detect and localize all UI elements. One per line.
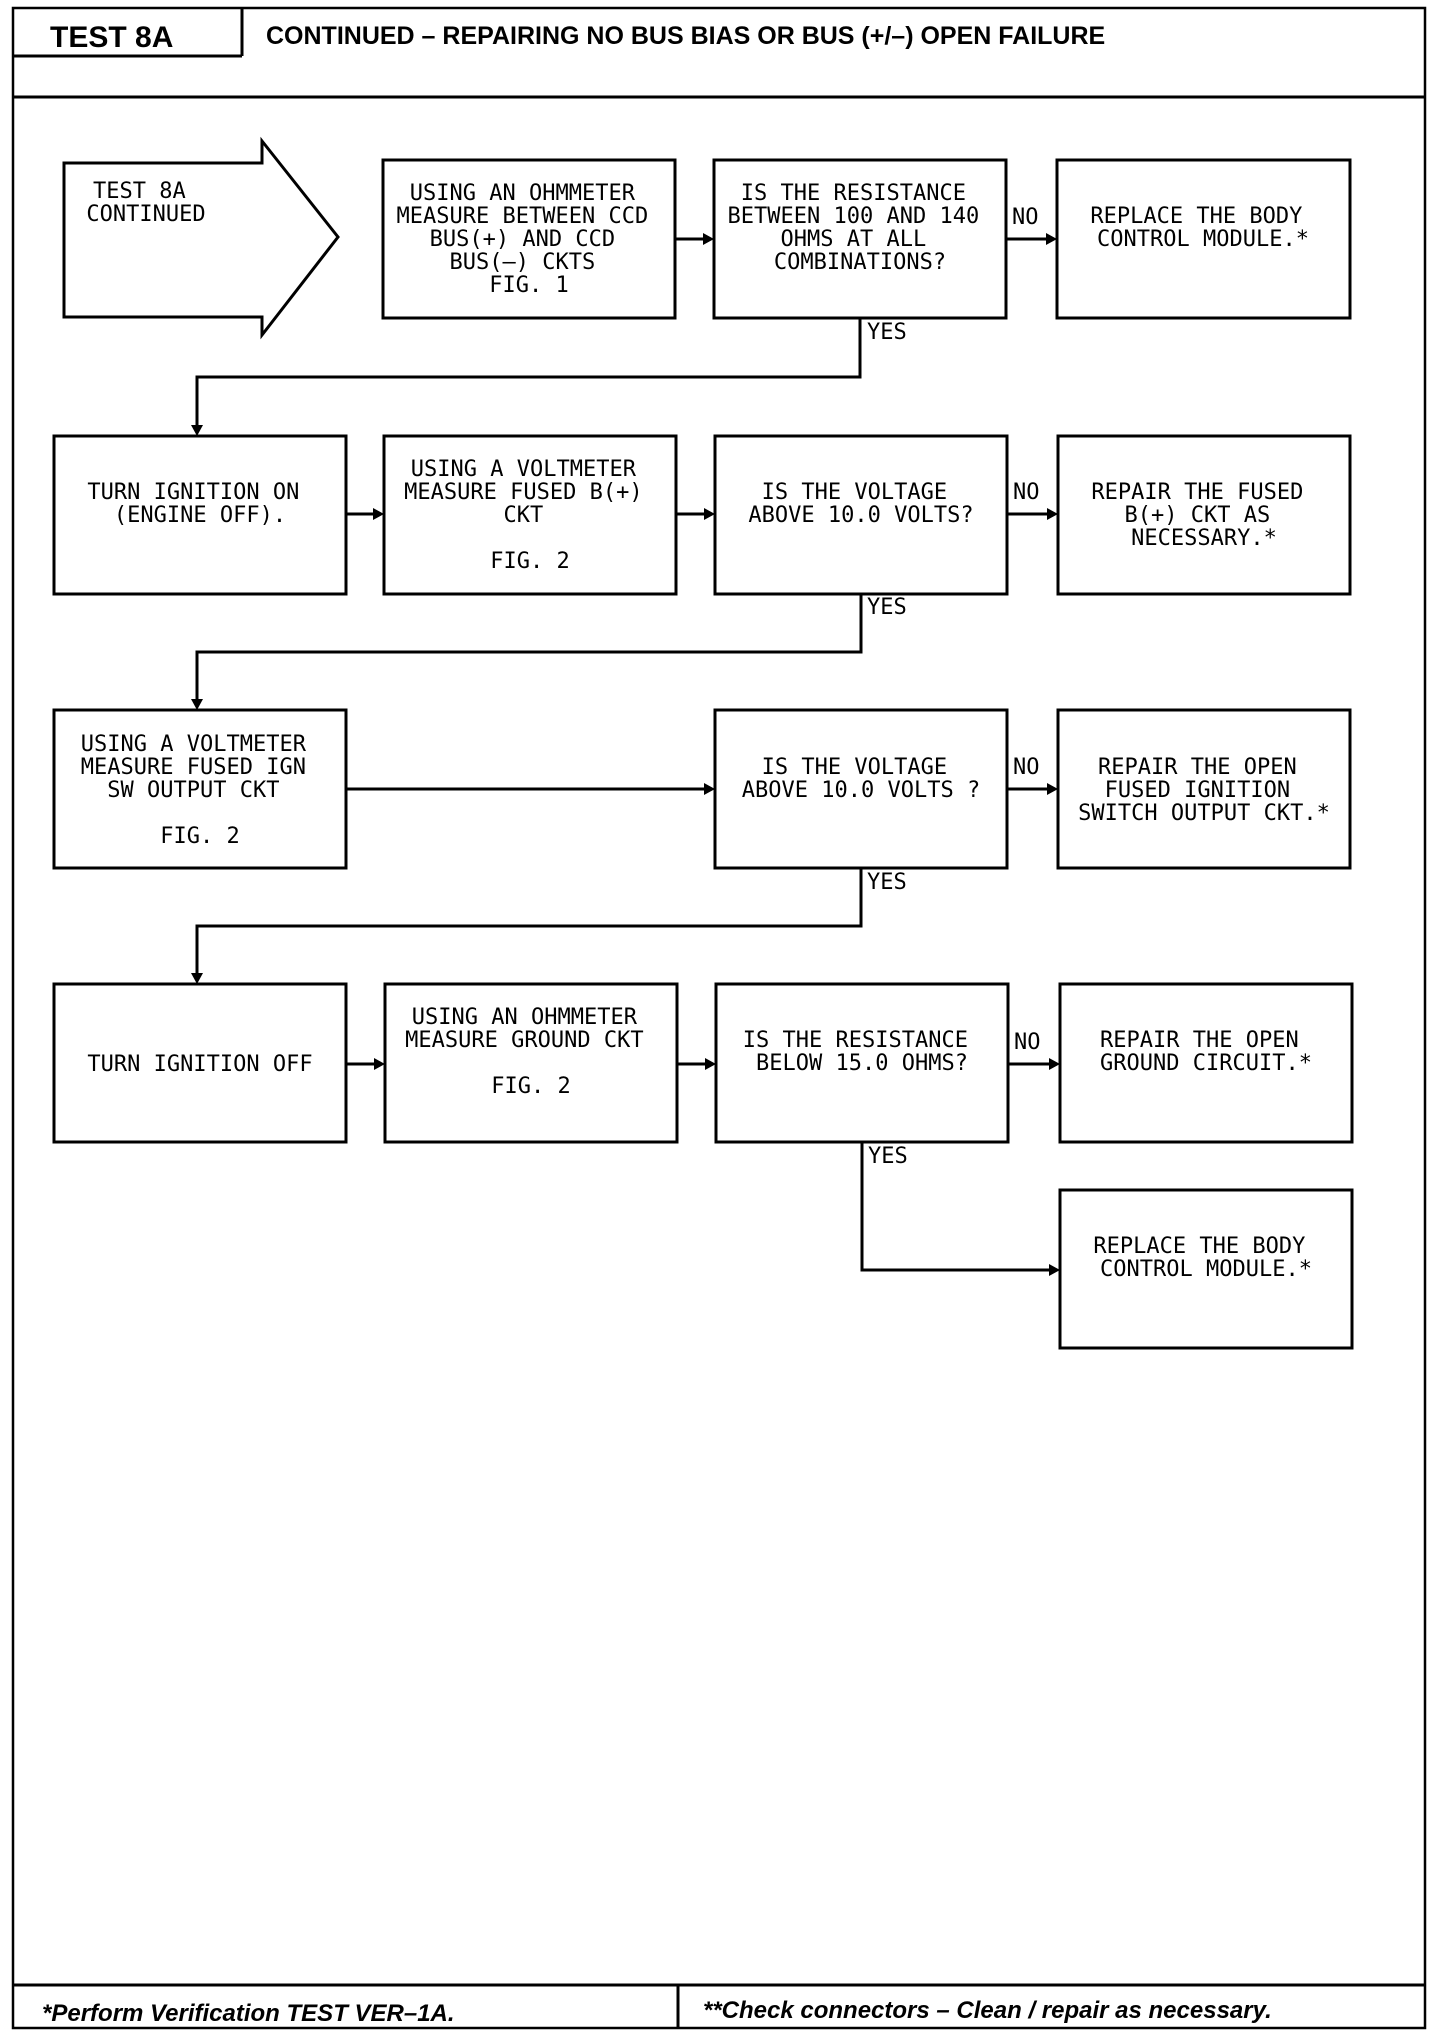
start-arrow-text: TEST 8A CONTINUED [86, 179, 205, 227]
no-label: NO [1012, 205, 1039, 230]
flow-arrowhead [704, 783, 715, 795]
page-title: CONTINUED – REPAIRING NO BUS BIAS OR BUS… [266, 22, 1105, 50]
repair-fused-b-plus-text: REPAIR THE FUSED B(+) CKT AS NECESSARY.* [1091, 480, 1316, 551]
flow-arrowhead [1047, 508, 1058, 520]
yes-connector [195, 868, 863, 976]
measure-bus-resistance-text: USING AN OHMMETER MEASURE BETWEEN CCD BU… [397, 181, 662, 298]
measure-fused-ign-box [52, 708, 348, 870]
yes-connector [195, 594, 863, 702]
measure-bus-resistance-box [381, 158, 677, 320]
replace-bcm-box-1 [1055, 158, 1352, 320]
flow-arrowhead [1046, 233, 1057, 245]
replace-bcm-text-1: REPLACE THE BODY CONTROL MODULE.* [1090, 204, 1315, 252]
ground-resistance-question-text: IS THE RESISTANCE BELOW 15.0 OHMS? [743, 1028, 981, 1076]
flow-arrowhead [1049, 1264, 1060, 1276]
flow-arrowhead [191, 425, 203, 436]
flow-arrowhead [1047, 783, 1058, 795]
measure-ground-box [383, 982, 679, 1144]
measure-fused-ign-text: USING A VOLTMETER MEASURE FUSED IGN SW O… [81, 732, 319, 849]
footer-verification-note: *Perform Verification TEST VER–1A. [42, 2000, 455, 2027]
no-label: NO [1013, 480, 1040, 505]
flow-arrowhead [703, 233, 714, 245]
footer-connector-note: **Check connectors – Clean / repair as n… [703, 1997, 1272, 2024]
start-arrow-shape [62, 136, 340, 340]
flow-arrowhead [705, 1058, 716, 1070]
yes-connector [860, 1142, 1052, 1272]
replace-bcm-text-2: REPLACE THE BODY CONTROL MODULE.* [1093, 1234, 1318, 1282]
turn-ignition-off-box [52, 982, 348, 1144]
turn-ignition-off-text: TURN IGNITION OFF [87, 1052, 312, 1077]
page-border [11, 6, 1427, 2030]
test-label: TEST 8A [50, 21, 173, 54]
repair-fused-b-plus-box [1056, 434, 1352, 596]
turn-ignition-on-box [52, 434, 348, 596]
yes-label: YES [868, 1144, 908, 1169]
flow-arrowhead [191, 699, 203, 710]
voltage-question-text-1: IS THE VOLTAGE ABOVE 10.0 VOLTS? [748, 480, 973, 528]
repair-ground-circuit-box [1058, 982, 1354, 1144]
flow-arrowhead [1049, 1058, 1060, 1070]
replace-bcm-box-2 [1058, 1188, 1354, 1350]
voltage-question-text-2: IS THE VOLTAGE ABOVE 10.0 VOLTS ? [742, 755, 980, 803]
flow-arrowhead [191, 973, 203, 984]
yes-label: YES [867, 320, 907, 345]
yes-connector [195, 318, 862, 428]
yes-label: YES [867, 595, 907, 620]
no-label: NO [1013, 755, 1040, 780]
flow-arrowhead [704, 508, 715, 520]
resistance-question-text: IS THE RESISTANCE BETWEEN 100 AND 140 OH… [728, 181, 993, 275]
flow-arrowhead [374, 1058, 385, 1070]
flow-arrowhead [373, 508, 384, 520]
no-label: NO [1014, 1030, 1041, 1055]
repair-fused-ignition-text: REPAIR THE OPEN FUSED IGNITION SWITCH OU… [1078, 755, 1330, 826]
repair-ground-circuit-text: REPAIR THE OPEN GROUND CIRCUIT.* [1100, 1028, 1312, 1076]
measure-fused-b-plus-text: USING A VOLTMETER MEASURE FUSED B(+) CKT… [404, 457, 656, 574]
yes-label: YES [867, 870, 907, 895]
turn-ignition-on-text: TURN IGNITION ON (ENGINE OFF). [87, 480, 312, 528]
measure-ground-text: USING AN OHMMETER MEASURE GROUND CKT FIG… [405, 1005, 657, 1099]
